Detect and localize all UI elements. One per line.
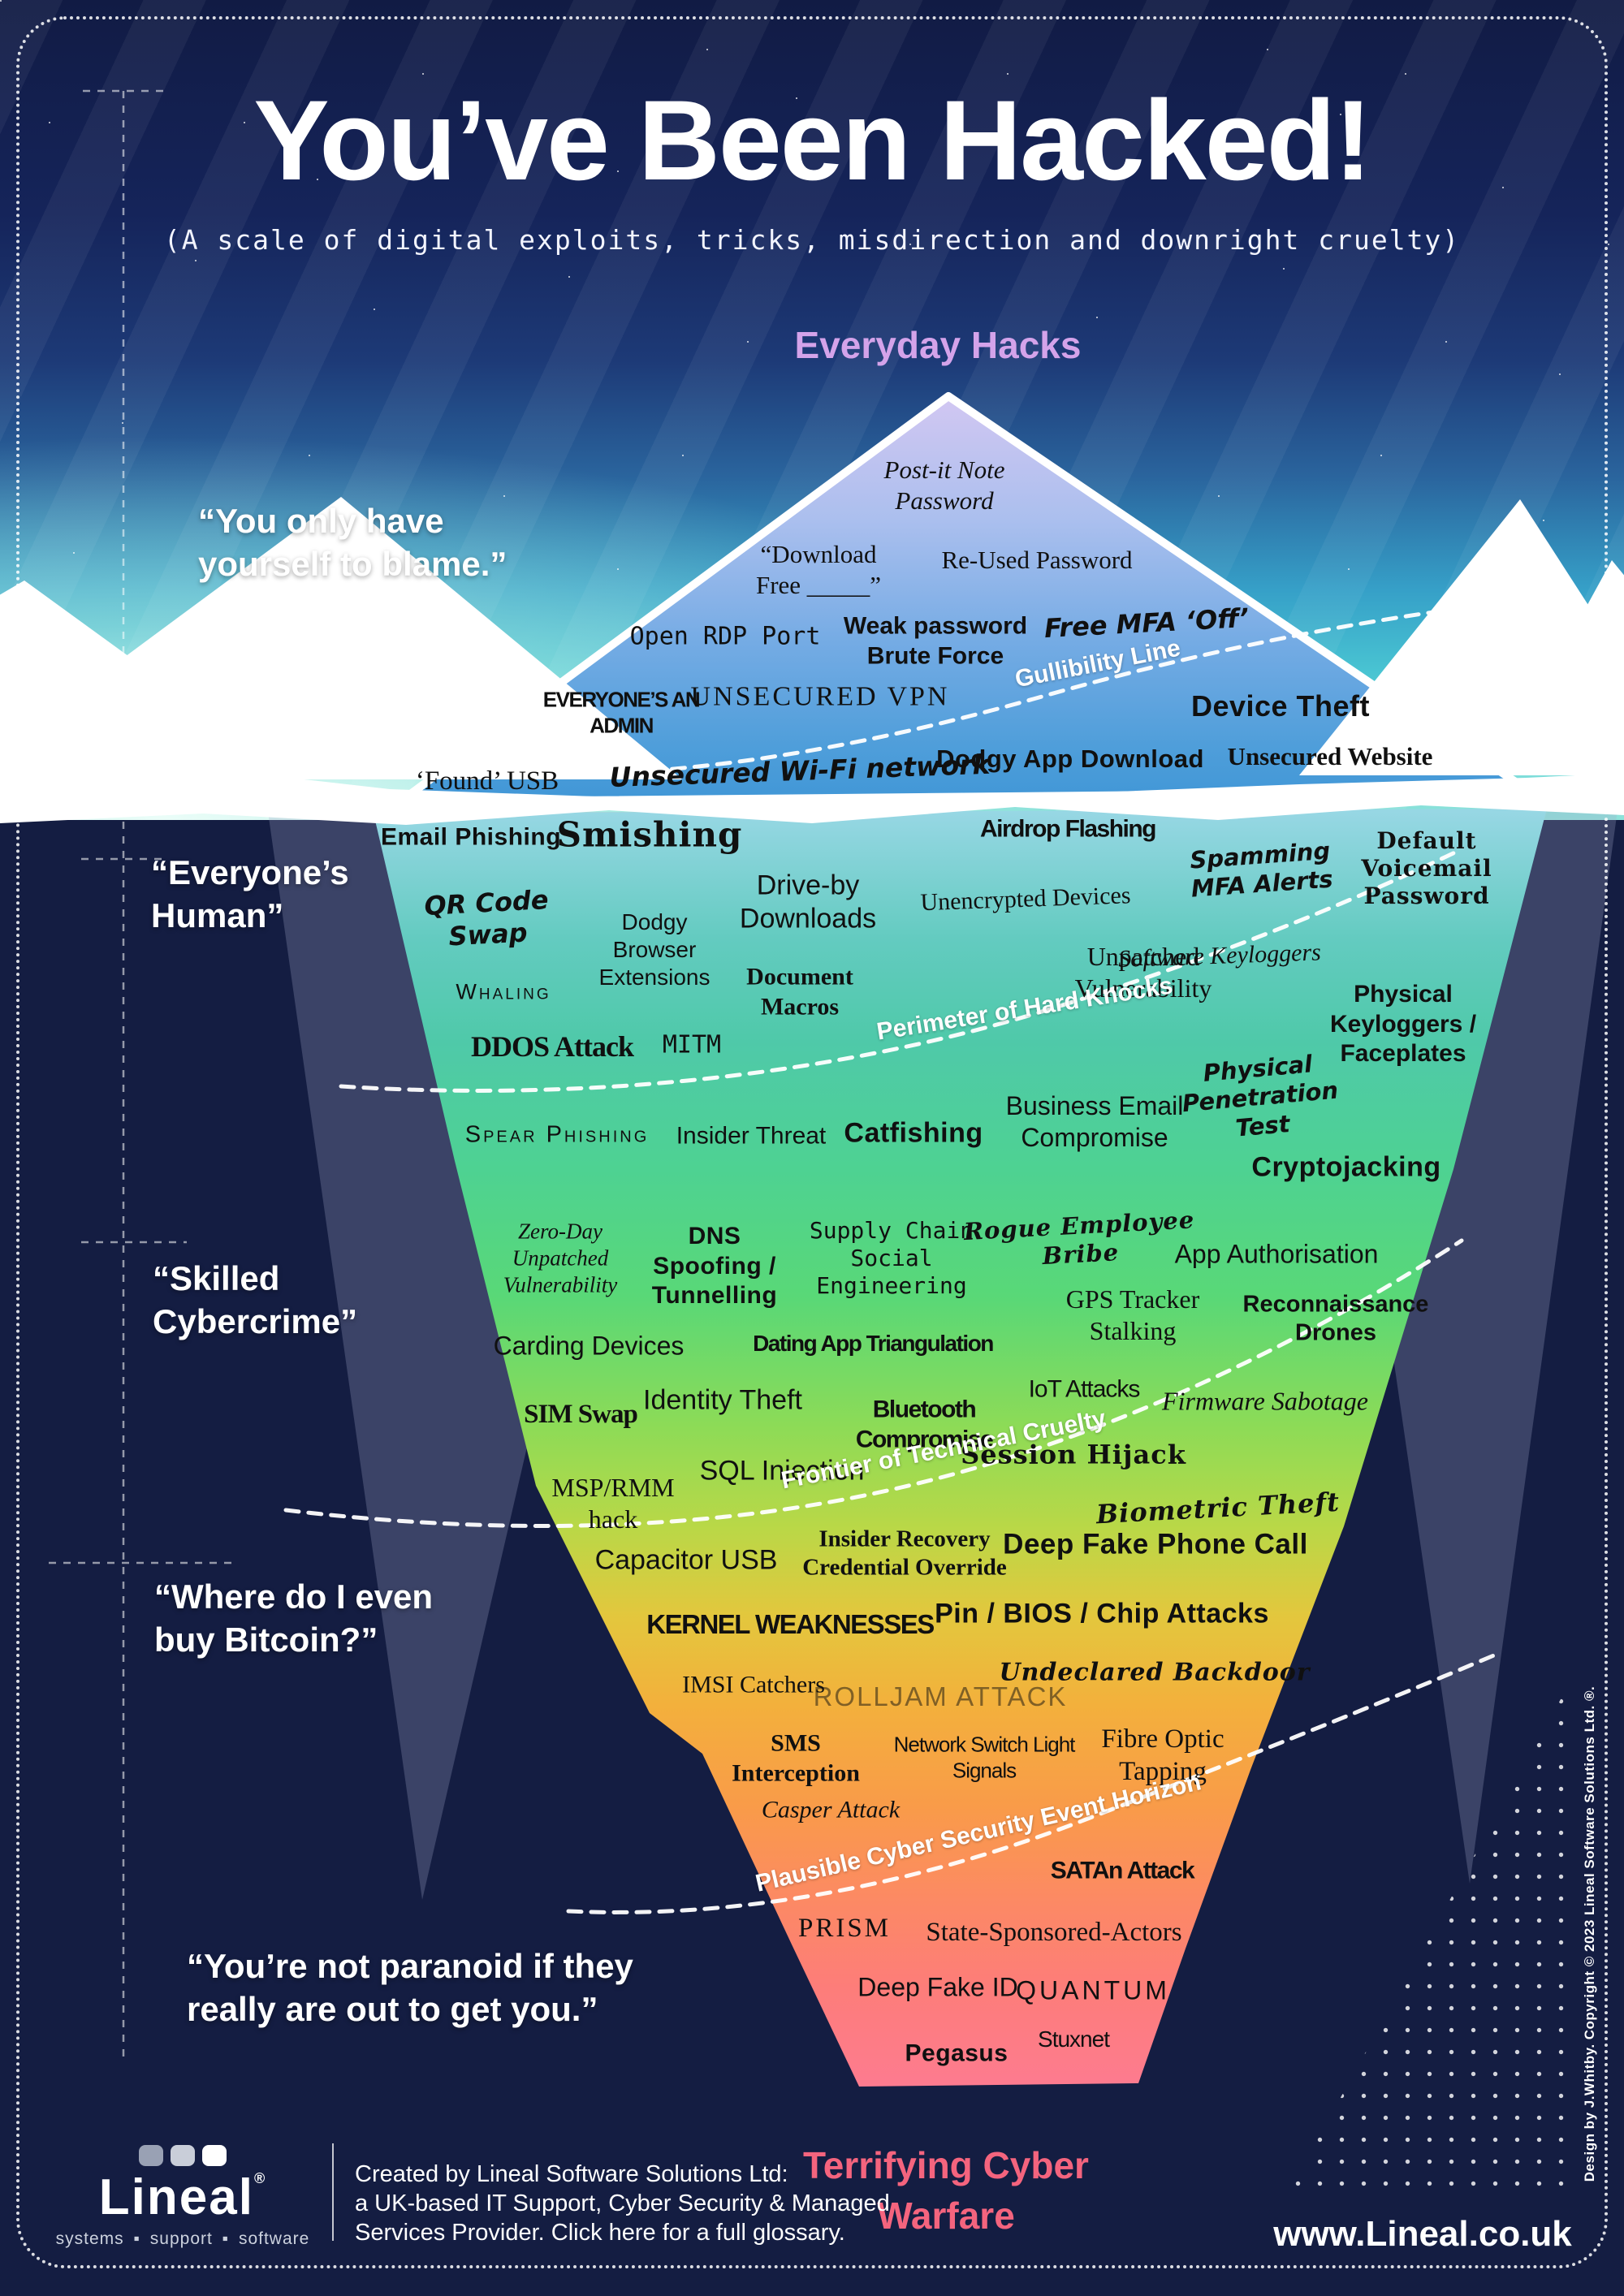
hack-item-deep-fake-phone-call: Deep Fake Phone Call (1003, 1528, 1308, 1560)
hack-item-found-usb: ‘Found’ USB (415, 766, 559, 796)
hack-item-capacitor-usb: Capacitor USB (594, 1544, 778, 1576)
registered-mark: ® (253, 2170, 267, 2186)
hack-item-airdrop-flashing: Airdrop Flashing (980, 815, 1157, 843)
hack-item-iot-attacks: IoT Attacks (1028, 1375, 1141, 1403)
hack-item-undeclared-backdoor: Undeclared Backdoor (999, 1658, 1311, 1687)
footer-divider (332, 2143, 334, 2241)
hack-item-everyone-s-an: EVERYONE’S AN ADMIN (542, 687, 701, 737)
hack-item-pegasus: Pegasus (905, 2039, 1009, 2067)
underwater-iceberg (374, 809, 1547, 2087)
hack-item-ddos-attack: DDOS Attack (470, 1030, 634, 1064)
hack-item-weak-password: Weak password Brute Force (843, 612, 1028, 669)
hack-item-fibre-optic: Fibre Optic Tapping (1101, 1724, 1224, 1786)
hack-item-state-sponsored-actors: State-Sponsored-Actors (926, 1917, 1182, 1947)
hack-item-smishing: Smishing (556, 814, 743, 855)
gullibility-line-curve (443, 598, 1522, 776)
hack-item-document: Document Macros (746, 963, 853, 1020)
hack-item-spamming: Spamming MFA Alerts (1189, 836, 1334, 904)
hack-item-rolljam-attack: ROLLJAM ATTACK (813, 1681, 1068, 1711)
glossary-link[interactable]: Services Provider. Click here for a full… (355, 2220, 845, 2246)
scale-label-terrifying-cyber-warfare: Terrifying Cyber Warfare (803, 2144, 1089, 2238)
hack-item-whaling: Whaling (456, 979, 551, 1004)
hack-item-msp-rmm: MSP/RMM hack (551, 1472, 675, 1534)
hack-item-business-email: Business Email Compromise (1005, 1090, 1184, 1152)
hack-item-supply-chain: Supply Chain Social Engineering (809, 1216, 974, 1300)
hack-item-imsi-catchers: IMSI Catchers (682, 1671, 825, 1698)
mountains (0, 497, 1624, 779)
hack-item-sim-swap: SIM Swap (524, 1399, 638, 1429)
hack-item-gps-tracker: GPS Tracker Stalking (1065, 1284, 1200, 1345)
hack-item-drive-by: Drive-by Downloads (739, 870, 877, 934)
credit-line-1: Created by Lineal Software Solutions Ltd… (355, 2161, 788, 2187)
hack-item-bluetooth: Bluetooth Compromise (855, 1396, 994, 1452)
hack-item-open-rdp-port: Open RDP Port (629, 622, 821, 651)
hack-item-dns: DNS Spoofing / Tunnelling (651, 1223, 778, 1310)
hack-item-sms: SMS Interception (732, 1729, 860, 1786)
threshold-curves (283, 598, 1522, 1914)
side-quote-2: “Everyone’s Human” (151, 853, 349, 934)
hack-item-unsecured-website: Unsecured Website (1227, 742, 1433, 771)
hack-item-spear-phishing: Spear Phishing (464, 1121, 650, 1148)
depth-ruler (49, 89, 231, 2062)
side-quote-4: “Where do I even buy Bitcoin?” (154, 1577, 434, 1659)
hack-item-stuxnet: Stuxnet (1038, 2026, 1110, 2052)
hack-item-re-used-password: Re-Used Password (941, 546, 1133, 575)
perimeter-curve (339, 847, 1464, 1093)
hack-item-insider-threat: Insider Threat (676, 1122, 827, 1150)
hack-item-app-authorisation: App Authorisation (1174, 1239, 1379, 1269)
frontier-curve (283, 1238, 1464, 1529)
hack-item-pin-bios-chip-attacks: Pin / BIOS / Chip Attacks (935, 1598, 1269, 1629)
hack-item-device-theft: Device Theft (1190, 689, 1371, 723)
hack-item-sql-injection: SQL Injection (699, 1455, 865, 1487)
hack-item-dating-app-triangulation: Dating App Triangulation (753, 1330, 994, 1356)
hack-item-satan-attack: SATAn Attack (1050, 1857, 1195, 1884)
hack-item-session-hijack: Session Hijack (961, 1439, 1186, 1470)
waterline (0, 762, 1624, 825)
hack-item-download: “Download Free _____” (755, 540, 882, 599)
event-horizon-curve (566, 1652, 1498, 1914)
hack-item-quantum: QUANTUM (1016, 1975, 1170, 2005)
lineal-logo-squares-icon (54, 2145, 312, 2166)
hack-item-insider-recovery: Insider Recovery Credential Override (802, 1526, 1007, 1581)
hack-item-reconnaissance: Reconnaissance Drones (1242, 1291, 1429, 1346)
side-quote-3: “Skilled Cybercrime” (153, 1259, 358, 1340)
design-credit: Design by J.Whitby. Copyright © 2023 Lin… (1582, 1685, 1597, 2182)
hack-item-zero-day: Zero-Day Unpatched Vulnerability (503, 1219, 618, 1297)
hack-item-network-switch-light: Network Switch Light Signals (893, 1732, 1076, 1782)
hack-item-firmware-sabotage: Firmware Sabotage (1162, 1386, 1368, 1416)
page-title: You’ve Been Hacked! (253, 76, 1371, 204)
side-quote-5: “You’re not paranoid if they really are … (187, 1947, 633, 2028)
hack-item-carding-devices: Carding Devices (493, 1331, 685, 1361)
hack-item-qr-code: QR Code Swap (423, 884, 550, 952)
hack-item-kernel-weaknesses: KERNEL WEAKNESSES (646, 1608, 935, 1639)
hack-item-mitm: MITM (662, 1030, 722, 1060)
hack-item-unpatched: Unpatched Vulnerability (1074, 941, 1212, 1003)
page-subtitle: (A scale of digital exploits, tricks, mi… (163, 224, 1461, 256)
hack-item-post-it-note: Post-it Note Password (883, 455, 1005, 515)
hack-item-prism: PRISM (797, 1913, 892, 1943)
hack-item-physical: Physical Keyloggers / Faceplates (1329, 981, 1477, 1068)
footer-credit: Created by Lineal Software Solutions Ltd… (355, 2160, 890, 2247)
hack-item-identity-theft: Identity Theft (643, 1384, 802, 1416)
hack-item-unsecured-vpn: UNSECURED VPN (690, 681, 950, 712)
hack-item-physical: Physical Penetration Test (1181, 1050, 1340, 1142)
star-field (0, 0, 2, 2)
lineal-logo: Lineal® systems ▪ support ▪ software (54, 2145, 312, 2249)
hack-item-rogue-employee: Rogue Employee Bribe (963, 1206, 1195, 1271)
hack-item-default: Default Voicemail Password (1361, 826, 1492, 910)
website-link[interactable]: www.Lineal.co.uk (1273, 2214, 1572, 2254)
lineal-logo-wordmark: Lineal® (98, 2169, 267, 2225)
side-quote-1: “You only have yourself to blame.” (198, 502, 508, 583)
hack-item-casper-attack: Casper Attack (761, 1796, 901, 1823)
hack-item-dodgy: Dodgy Browser Extensions (598, 908, 710, 990)
lineal-logo-tagline: systems ▪ support ▪ software (55, 2229, 310, 2248)
credit-line-2: a UK-based IT Support, Cyber Security & … (355, 2190, 890, 2216)
scale-label-everyday-hacks: Everyday Hacks (794, 324, 1082, 366)
hack-item-dodgy-app-download: Dodgy App Download (936, 744, 1204, 774)
hack-item-email-phishing: Email Phishing (380, 823, 562, 851)
hack-item-deep-fake-id: Deep Fake ID (857, 1972, 1018, 2002)
hack-item-catfishing: Catfishing (844, 1117, 983, 1149)
hack-item-cryptojacking: Cryptojacking (1251, 1151, 1441, 1183)
